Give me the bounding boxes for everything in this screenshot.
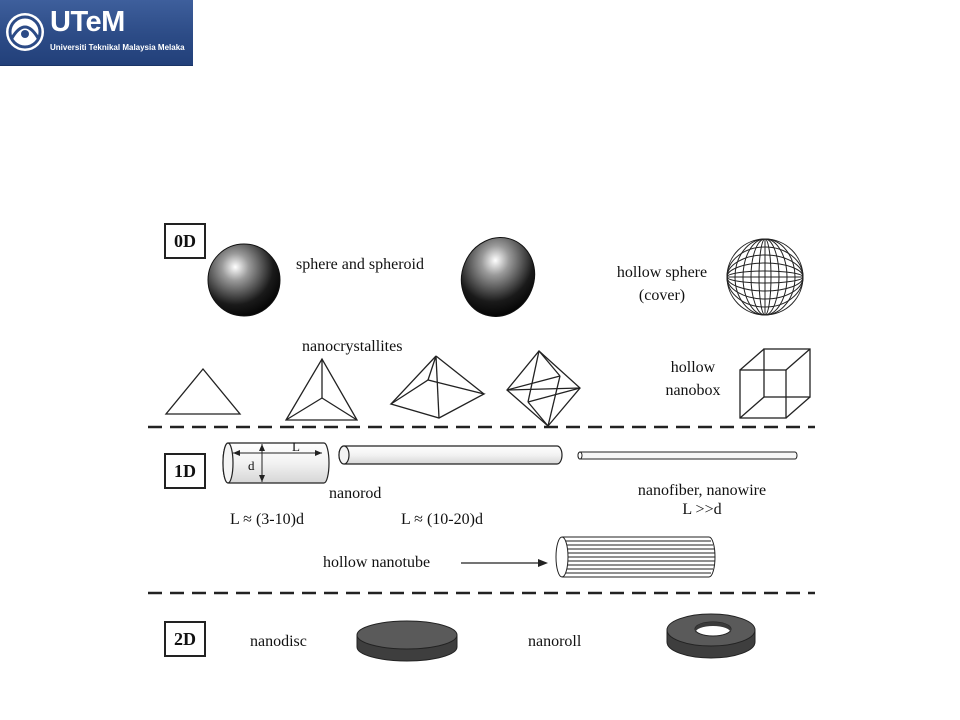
hollow-nanobox-shape xyxy=(739,348,811,419)
nanofiber-shape xyxy=(577,451,798,460)
tag-1d: 1D xyxy=(164,453,206,489)
utem-logo: UTeM Universiti Teknikal Malaysia Melaka xyxy=(0,0,193,66)
label-nanocrystallites: nanocrystallites xyxy=(302,338,403,355)
nanoroll-shape xyxy=(666,613,756,659)
label-ratio-short: L ≈ (3-10)d xyxy=(230,511,304,528)
pyramid-crystal xyxy=(389,355,486,419)
label-rod-dim-L: L xyxy=(292,439,300,454)
label-hollow-sphere-1: hollow sphere xyxy=(616,264,708,281)
label-nanofiber-2: L >>d xyxy=(682,501,722,518)
label-hollow-nanobox-2: nanobox xyxy=(665,382,721,399)
label-nanoroll: nanoroll xyxy=(528,633,582,650)
label-hollow-sphere-2: (cover) xyxy=(638,287,686,304)
logo-name: UTeM xyxy=(50,6,125,38)
hollow-sphere-shape xyxy=(726,238,804,316)
label-nanorod: nanorod xyxy=(329,485,382,502)
hollow-nanotube-shape xyxy=(555,536,716,578)
label-nanofiber-1: nanofiber, nanowire xyxy=(637,482,767,499)
spheroid-shape xyxy=(460,237,536,317)
label-sphere-spheroid: sphere and spheroid xyxy=(296,256,424,273)
tag-2d: 2D xyxy=(164,621,206,657)
triangle-crystal xyxy=(164,367,242,415)
nanodisc-shape xyxy=(356,620,458,662)
tetrahedron-crystal xyxy=(284,357,359,421)
logo-subtitle: Universiti Teknikal Malaysia Melaka xyxy=(50,43,185,52)
label-ratio-long: L ≈ (10-20)d xyxy=(401,511,483,528)
label-hollow-nanobox-1: hollow xyxy=(670,359,716,376)
short-nanorod-shape xyxy=(222,442,330,484)
tag-0d: 0D xyxy=(164,223,206,259)
utem-emblem-icon xyxy=(6,13,44,51)
octahedron-crystal xyxy=(506,350,581,427)
label-hollow-nanotube: hollow nanotube xyxy=(323,554,431,571)
label-nanodisc: nanodisc xyxy=(250,633,307,650)
sphere-shape xyxy=(207,243,281,317)
nanotube-arrow xyxy=(461,559,548,567)
long-nanorod-shape xyxy=(338,445,563,465)
label-rod-dim-d: d xyxy=(248,458,255,473)
